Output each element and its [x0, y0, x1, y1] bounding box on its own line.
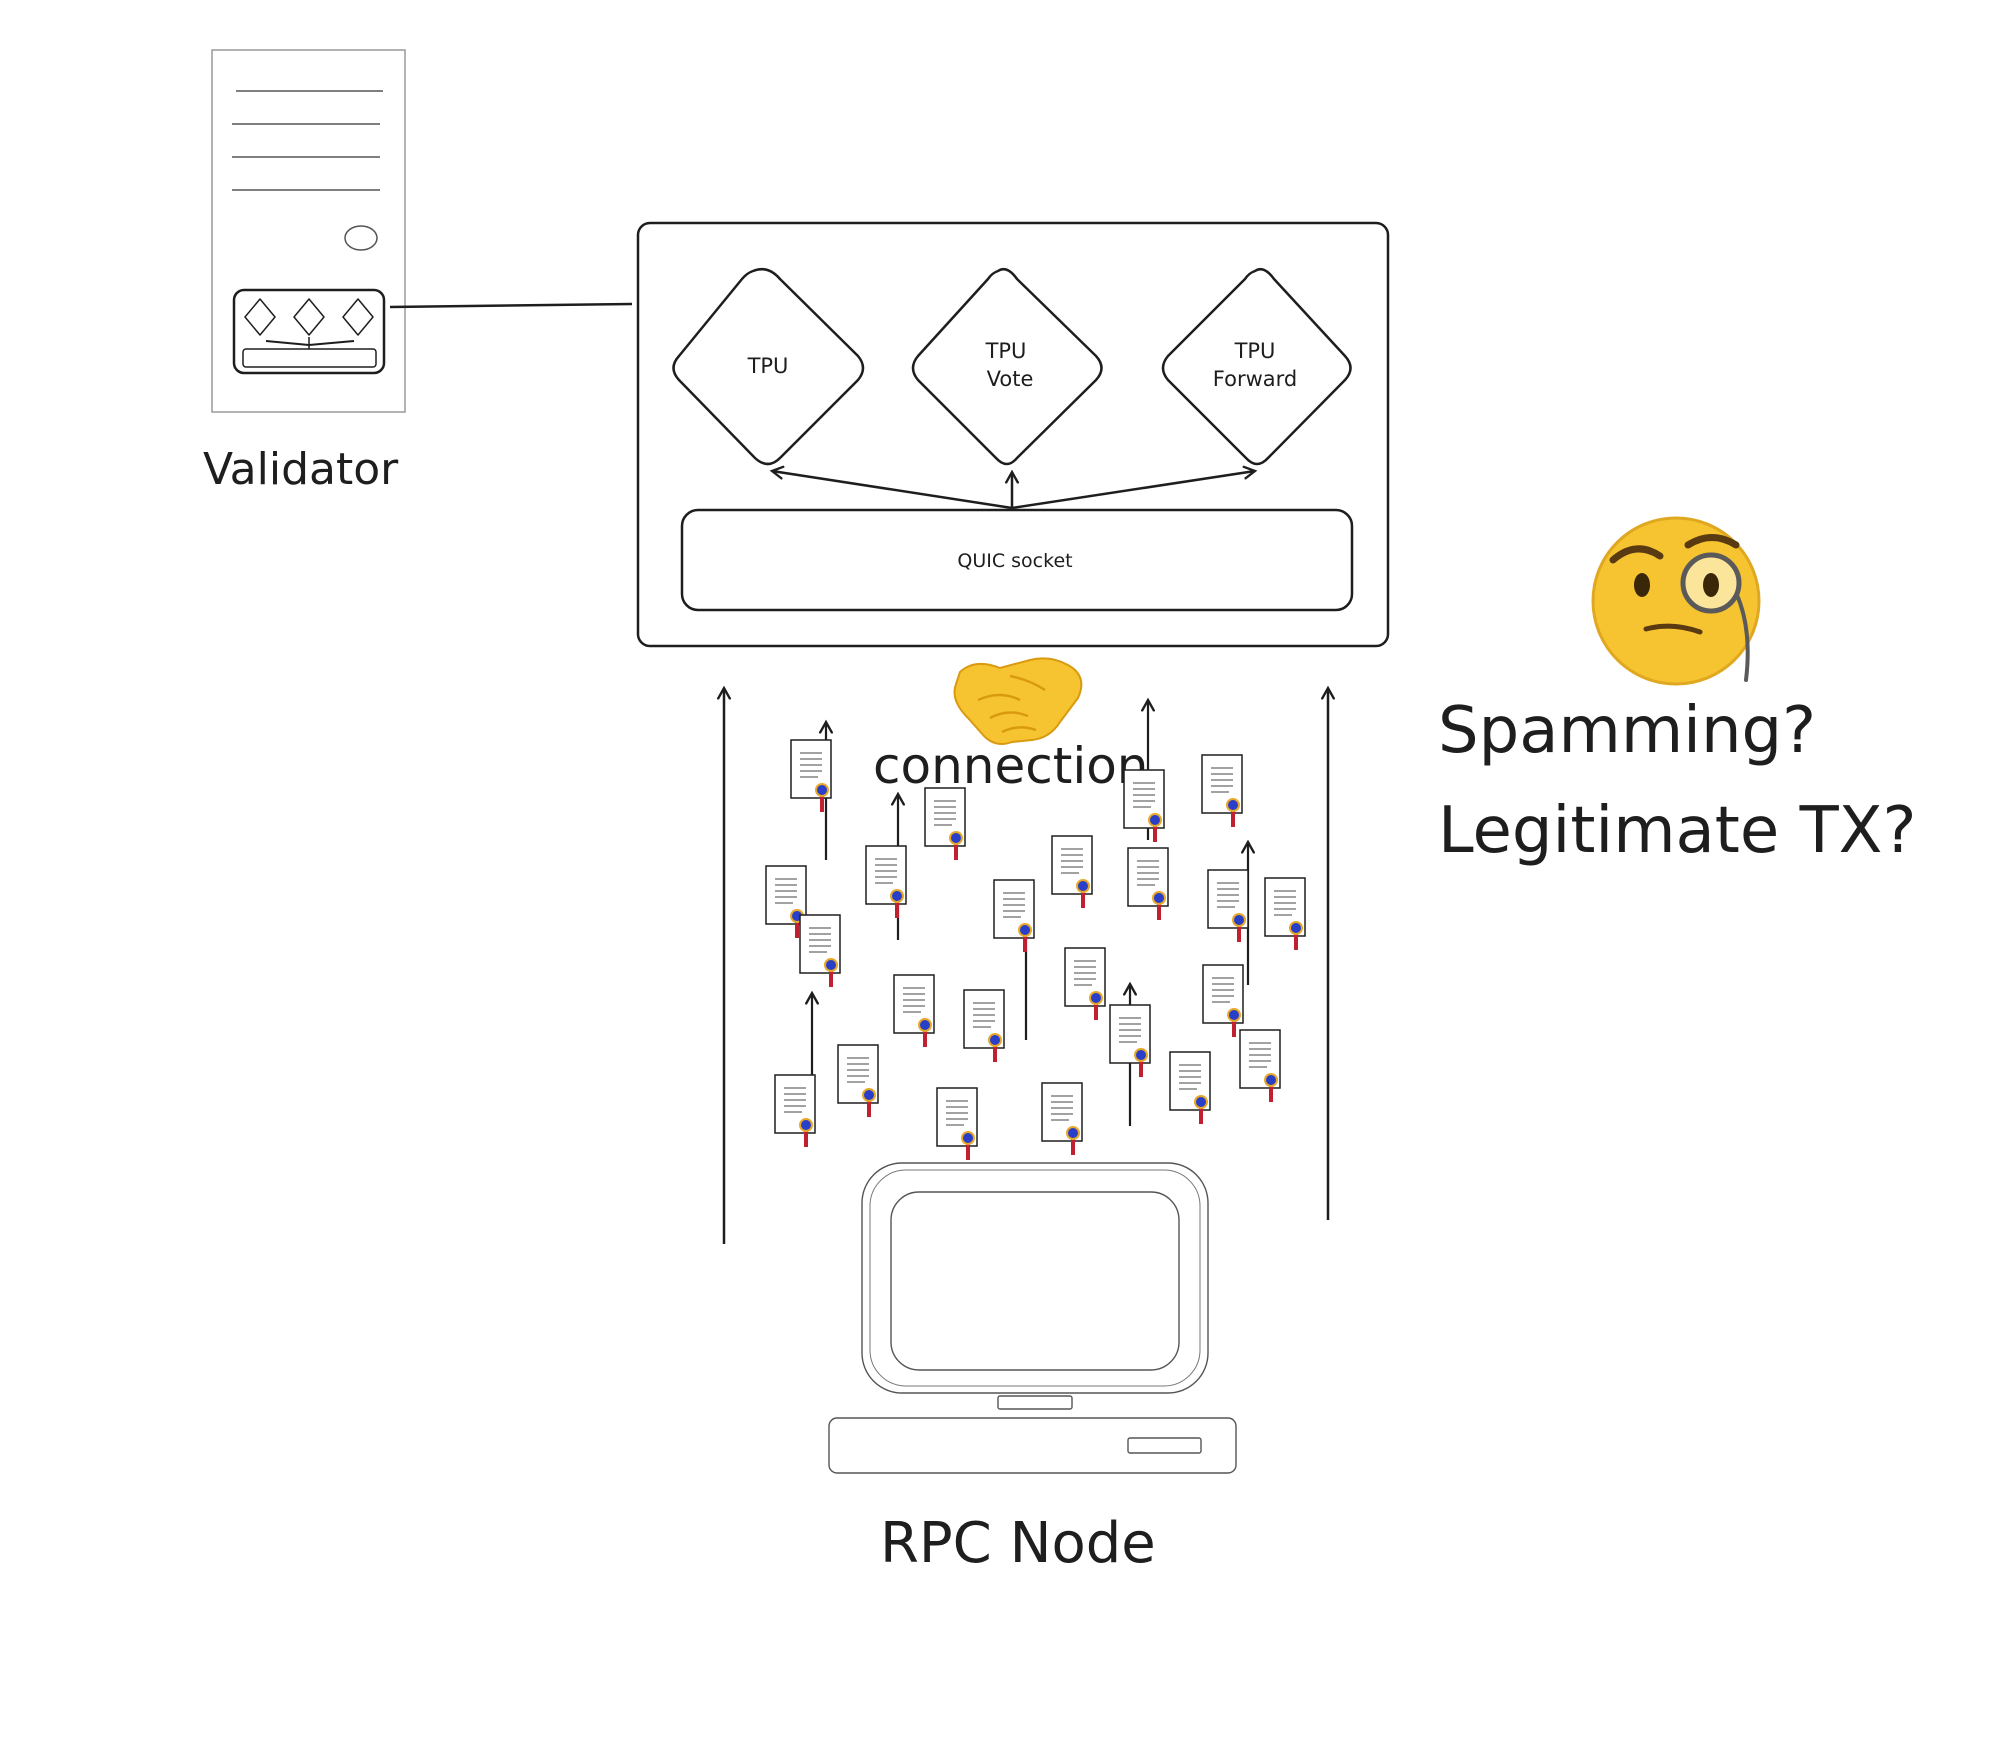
quic-socket-label: QUIC socket: [957, 550, 1072, 572]
tpu-label: TPU: [747, 354, 789, 378]
transaction-icon: [1207, 869, 1249, 943]
transaction-icon: [893, 974, 935, 1048]
tpu-vote-node: TPU Vote: [911, 268, 1103, 466]
transaction-swarm: [765, 700, 1306, 1161]
validator-label: Validator: [203, 444, 399, 495]
question-line1: Spamming?: [1438, 694, 1816, 768]
transaction-icon: [963, 989, 1005, 1063]
tpu-panel: TPU TPU Vote TPU Forward QUIC socket: [636, 221, 1390, 648]
rpc-node-computer-icon: [828, 1162, 1237, 1474]
transaction-icon: [1127, 847, 1169, 921]
validator-link-line: [389, 302, 633, 309]
transaction-icon: [1041, 1082, 1083, 1156]
transaction-icon: [924, 787, 966, 861]
validator-server-icon: [211, 49, 406, 413]
tpu-vote-label-line2: Vote: [987, 367, 1034, 391]
transaction-icon: [1202, 964, 1244, 1038]
transaction-icon: [1064, 947, 1106, 1021]
tpu-forward-label-line1: TPU: [1234, 339, 1276, 363]
transaction-icon: [1201, 754, 1243, 828]
face-with-monocle-emoji: [1591, 516, 1761, 686]
question-line2: Legitimate TX?: [1438, 794, 1916, 868]
connection-label: connection: [873, 737, 1149, 795]
transaction-icon: [993, 879, 1035, 953]
transaction-icon: [1123, 769, 1165, 843]
validator-mini-diagram: [232, 288, 386, 375]
tpu-forward-node: TPU Forward: [1161, 268, 1352, 466]
transaction-icon: [837, 1044, 879, 1118]
transaction-icon: [1169, 1051, 1211, 1125]
transaction-icon: [936, 1087, 978, 1161]
quic-socket-box: QUIC socket: [680, 508, 1354, 612]
tpu-forward-label-line2: Forward: [1213, 367, 1297, 391]
transaction-icon: [1264, 877, 1306, 951]
tpu-vote-label-line1: TPU: [985, 339, 1027, 363]
transaction-icon: [799, 914, 841, 988]
transaction-icon: [865, 845, 907, 919]
rpc-node-label: RPC Node: [880, 1511, 1156, 1576]
tpu-node: TPU: [672, 268, 865, 466]
handshake-emoji: [953, 657, 1083, 745]
transaction-icon: [774, 1074, 816, 1148]
transaction-icon: [1051, 835, 1093, 909]
socket-to-tpu-arrows: [772, 471, 1255, 510]
transaction-icon: [1239, 1029, 1281, 1103]
